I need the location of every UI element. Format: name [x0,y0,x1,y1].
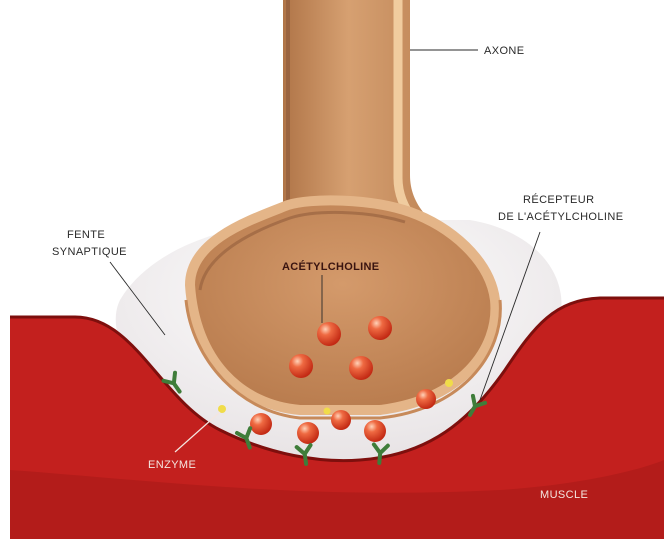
label-fente-line2: SYNAPTIQUE [52,246,127,258]
label-recepteur-line2: DE L'ACÉTYLCHOLINE [498,210,623,223]
vesicle [317,322,341,346]
acetylcholine-molecule [416,389,436,409]
acetylcholine-molecule [297,422,319,444]
acetylcholine-molecule [364,420,386,442]
acetylcholine-molecule [250,413,272,435]
label-fente-line1: FENTE [67,229,105,241]
vesicle [349,356,373,380]
label-enzyme: ENZYME [148,459,196,471]
vesicle [368,316,392,340]
label-acetylcholine: ACÉTYLCHOLINE [282,260,379,273]
label-muscle: MUSCLE [540,489,588,501]
enzyme-dot [218,405,226,413]
enzyme-dot [324,408,331,415]
acetylcholine-molecule [331,410,351,430]
axon-terminal [190,200,495,410]
label-recepteur-line1: RÉCEPTEUR [523,193,594,206]
label-axone: AXONE [484,45,525,57]
enzyme-dot [445,379,453,387]
vesicle [289,354,313,378]
